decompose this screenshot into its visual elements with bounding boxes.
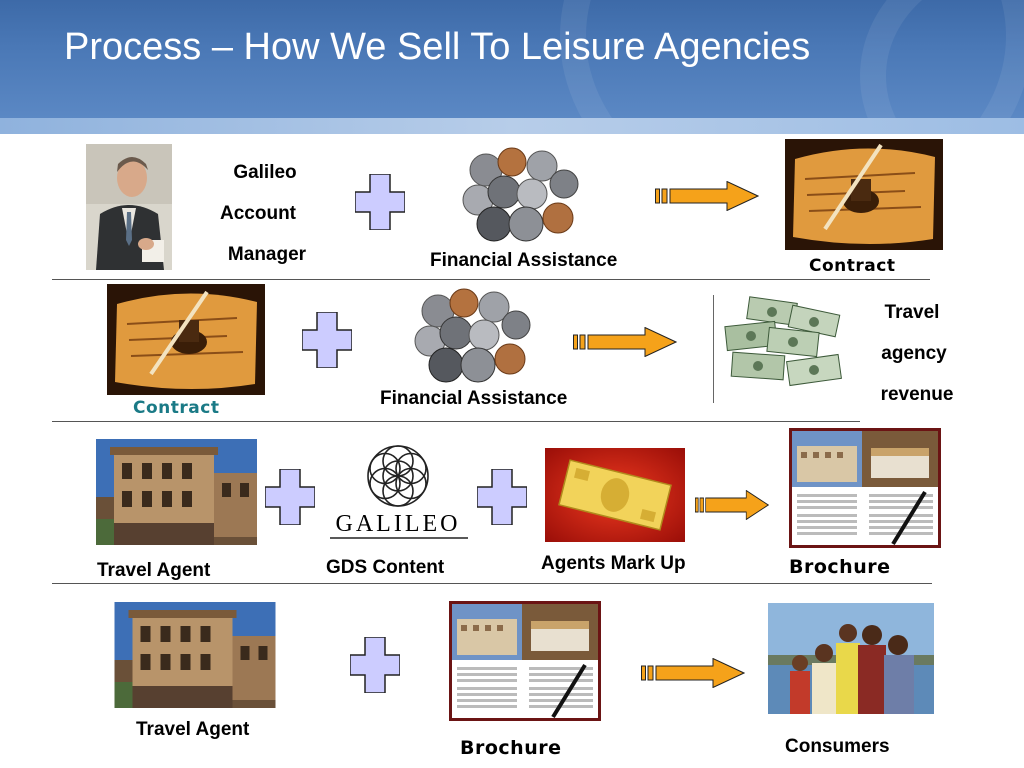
slide-title: Process – How We Sell To Leisure Agencie… [64, 26, 811, 68]
arrow-right-icon [695, 490, 769, 520]
galileo-logo [328, 443, 470, 543]
row-separator [52, 583, 932, 584]
contract-label: Contract [133, 398, 220, 418]
row-separator [52, 279, 930, 280]
coins-image [410, 285, 536, 387]
travel-agent-building-image [96, 439, 257, 545]
financial-assistance-label: Financial Assistance [430, 250, 618, 271]
agents-mark-up-label: Agents Mark Up [541, 553, 686, 574]
dollar-bill-image [545, 448, 685, 542]
brochure-label: Brochure [460, 737, 562, 759]
label-line: Manager [227, 244, 307, 265]
brochure-image [449, 601, 601, 721]
contract-image [107, 284, 265, 395]
divider-line [713, 295, 714, 403]
label-line: Travel [884, 302, 940, 323]
plus-icon [350, 637, 400, 693]
arrow-right-icon [573, 327, 677, 357]
plus-icon [355, 174, 405, 230]
galileo-logo-text: GALILEO [335, 511, 461, 537]
contract-image [785, 139, 943, 250]
row-separator [52, 421, 860, 422]
coins-image [458, 144, 584, 246]
label-line: revenue [880, 384, 954, 405]
travel-agent-label: Travel Agent [136, 719, 250, 740]
travel-agent-building-image [114, 602, 276, 708]
slide-header: Process – How We Sell To Leisure Agencie… [0, 0, 1024, 118]
arrow-right-icon [641, 658, 745, 688]
plus-icon [265, 469, 315, 525]
label-line: Account [220, 203, 296, 224]
contract-label: Contract [809, 256, 896, 276]
account-manager-photo [86, 144, 172, 270]
brochure-label: Brochure [789, 556, 891, 578]
plus-icon [302, 312, 352, 368]
consumers-label: Consumers [785, 736, 890, 757]
plus-icon [477, 469, 527, 525]
consumers-family-photo [768, 603, 934, 714]
travel-agent-label: Travel Agent [97, 560, 211, 581]
brochure-image [789, 428, 941, 548]
account-manager-label: Galileo Account Manager [210, 152, 320, 275]
financial-assistance-label: Financial Assistance [380, 388, 568, 409]
header-swirl-decoration [860, 0, 1024, 118]
label-line: Galileo [233, 162, 297, 183]
label-line: agency [881, 343, 947, 364]
arrow-right-icon [655, 181, 759, 211]
travel-agency-revenue-label: Travel agency revenue [865, 292, 969, 415]
money-stacks-image [720, 296, 850, 396]
gds-content-label: GDS Content [326, 557, 445, 578]
header-band [0, 118, 1024, 134]
